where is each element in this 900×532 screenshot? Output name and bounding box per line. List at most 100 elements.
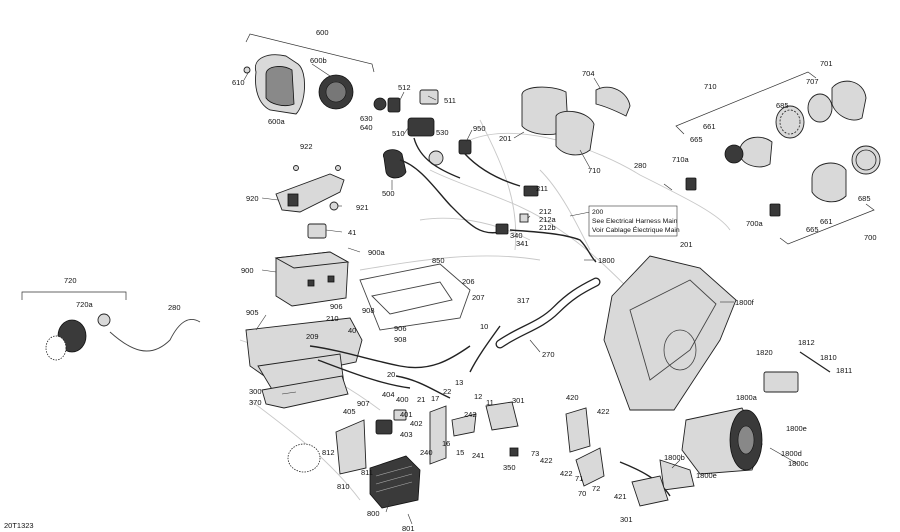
callout-661-bottom: 661 <box>820 217 833 226</box>
callout-512: 512 <box>398 83 411 92</box>
callout-850: 850 <box>432 256 445 265</box>
callout-1800c: 1800c <box>788 459 809 468</box>
callout-1810: 1810 <box>820 353 837 362</box>
sensor-710a <box>685 177 697 191</box>
horn-lamp <box>287 443 321 473</box>
callout-300: 300 <box>249 387 262 396</box>
callout-1800e-bottom: 1800e <box>696 471 717 480</box>
ring-707 <box>807 93 833 123</box>
callout-12: 12 <box>474 392 482 401</box>
callout-242: 242 <box>464 410 477 419</box>
callout-1811: 1811 <box>836 366 852 375</box>
battery-900 <box>274 251 350 307</box>
relay-400 <box>375 419 393 435</box>
callout-908-mid: 908 <box>394 335 407 344</box>
callout-1800b: 1800b <box>664 453 685 462</box>
mounting-bracket-920 <box>275 165 345 239</box>
bracket-301 <box>485 401 519 431</box>
callout-800: 800 <box>367 509 380 518</box>
connector-242 <box>451 413 477 437</box>
starter-bracket-1820 <box>763 371 799 393</box>
cover-701 <box>831 80 867 121</box>
callout-212b: 212b <box>539 223 556 232</box>
callout-1820: 1820 <box>756 348 773 357</box>
callout-710-box: 710 <box>704 82 717 91</box>
switch-510 <box>407 117 435 137</box>
clamp-704 <box>595 86 631 117</box>
callout-340: 340 <box>510 231 523 240</box>
switch-group-510 <box>373 89 521 187</box>
callout-665-top: 665 <box>690 135 703 144</box>
callout-1800a: 1800a <box>736 393 758 402</box>
callout-422-bottom: 422 <box>560 469 573 478</box>
voltage-regulator-800 <box>287 419 421 509</box>
callout-20: 20 <box>387 370 395 379</box>
callout-240: 240 <box>420 448 433 457</box>
callout-900a: 900a <box>368 248 386 257</box>
callout-1800f: 1800f <box>735 298 755 307</box>
callout-810: 810 <box>337 482 350 491</box>
callout-22: 22 <box>443 387 451 396</box>
callout-530: 530 <box>436 128 449 137</box>
callout-40: 40 <box>348 326 356 335</box>
callout-600: 600 <box>316 28 329 37</box>
callout-401: 401 <box>400 410 413 419</box>
bracket-41 <box>307 223 327 239</box>
callout-labels: 600 600b 610 600a 512 511 630 640 510 53… <box>4 28 877 532</box>
wiring-lower-group <box>309 325 519 465</box>
callout-707: 707 <box>806 77 819 86</box>
callout-661-top: 661 <box>703 122 716 131</box>
note-line-fr: Voir Cablage Électrique Main <box>592 225 680 234</box>
callout-720a: 720a <box>76 300 94 309</box>
callout-422-right: 422 <box>597 407 610 416</box>
callout-17: 17 <box>431 394 439 403</box>
callout-350: 350 <box>503 463 516 472</box>
flywheel-661 <box>724 144 744 164</box>
callout-511: 511 <box>444 96 456 105</box>
callout-700a: 700a <box>746 219 764 228</box>
callout-206: 206 <box>462 277 475 286</box>
callout-422-left: 422 <box>540 456 553 465</box>
callout-211: 211 <box>536 184 548 193</box>
callout-201-top: 201 <box>499 134 512 143</box>
callout-201-right: 201 <box>680 240 693 249</box>
callout-301-bottom: 301 <box>620 515 633 524</box>
callout-1800: 1800 <box>598 256 615 265</box>
callout-630: 630 <box>360 114 373 123</box>
callout-811: 811 <box>361 468 373 477</box>
screw-610 <box>243 66 251 74</box>
module-401 <box>393 409 407 421</box>
callout-241: 241 <box>472 451 485 460</box>
tail-light-720 <box>21 291 201 361</box>
callout-906-top: 906 <box>330 302 343 311</box>
sensor-700a <box>769 203 781 217</box>
callout-210: 210 <box>326 314 339 323</box>
callout-209: 209 <box>306 332 319 341</box>
callout-920: 920 <box>246 194 259 203</box>
callout-341: 341 <box>516 239 529 248</box>
callout-600b: 600b <box>310 56 327 65</box>
ignition-switch-500 <box>382 149 597 263</box>
stator-710 <box>739 136 773 168</box>
hose-270 <box>495 277 601 349</box>
callout-1800e-top: 1800e <box>786 424 807 433</box>
note-line-en: See Electrical Harness Main <box>592 218 678 225</box>
bracket-70 <box>575 447 605 487</box>
cover-700 <box>811 162 847 203</box>
connector-630 <box>373 97 387 111</box>
callout-402: 402 <box>410 419 423 428</box>
callout-212: 212 <box>539 207 552 216</box>
callout-950: 950 <box>473 124 486 133</box>
callout-921: 921 <box>356 203 369 212</box>
skid-plate-300 <box>261 375 349 409</box>
callout-301: 301 <box>512 396 525 405</box>
callout-280-left: 280 <box>168 303 181 312</box>
callout-610: 610 <box>232 78 245 87</box>
fuse-holder-240 <box>429 405 447 465</box>
callout-801: 801 <box>402 524 415 532</box>
callout-13: 13 <box>455 378 463 387</box>
leader-lines <box>243 63 799 525</box>
cable-301 <box>619 461 671 497</box>
callout-685-bottom: 685 <box>858 194 871 203</box>
